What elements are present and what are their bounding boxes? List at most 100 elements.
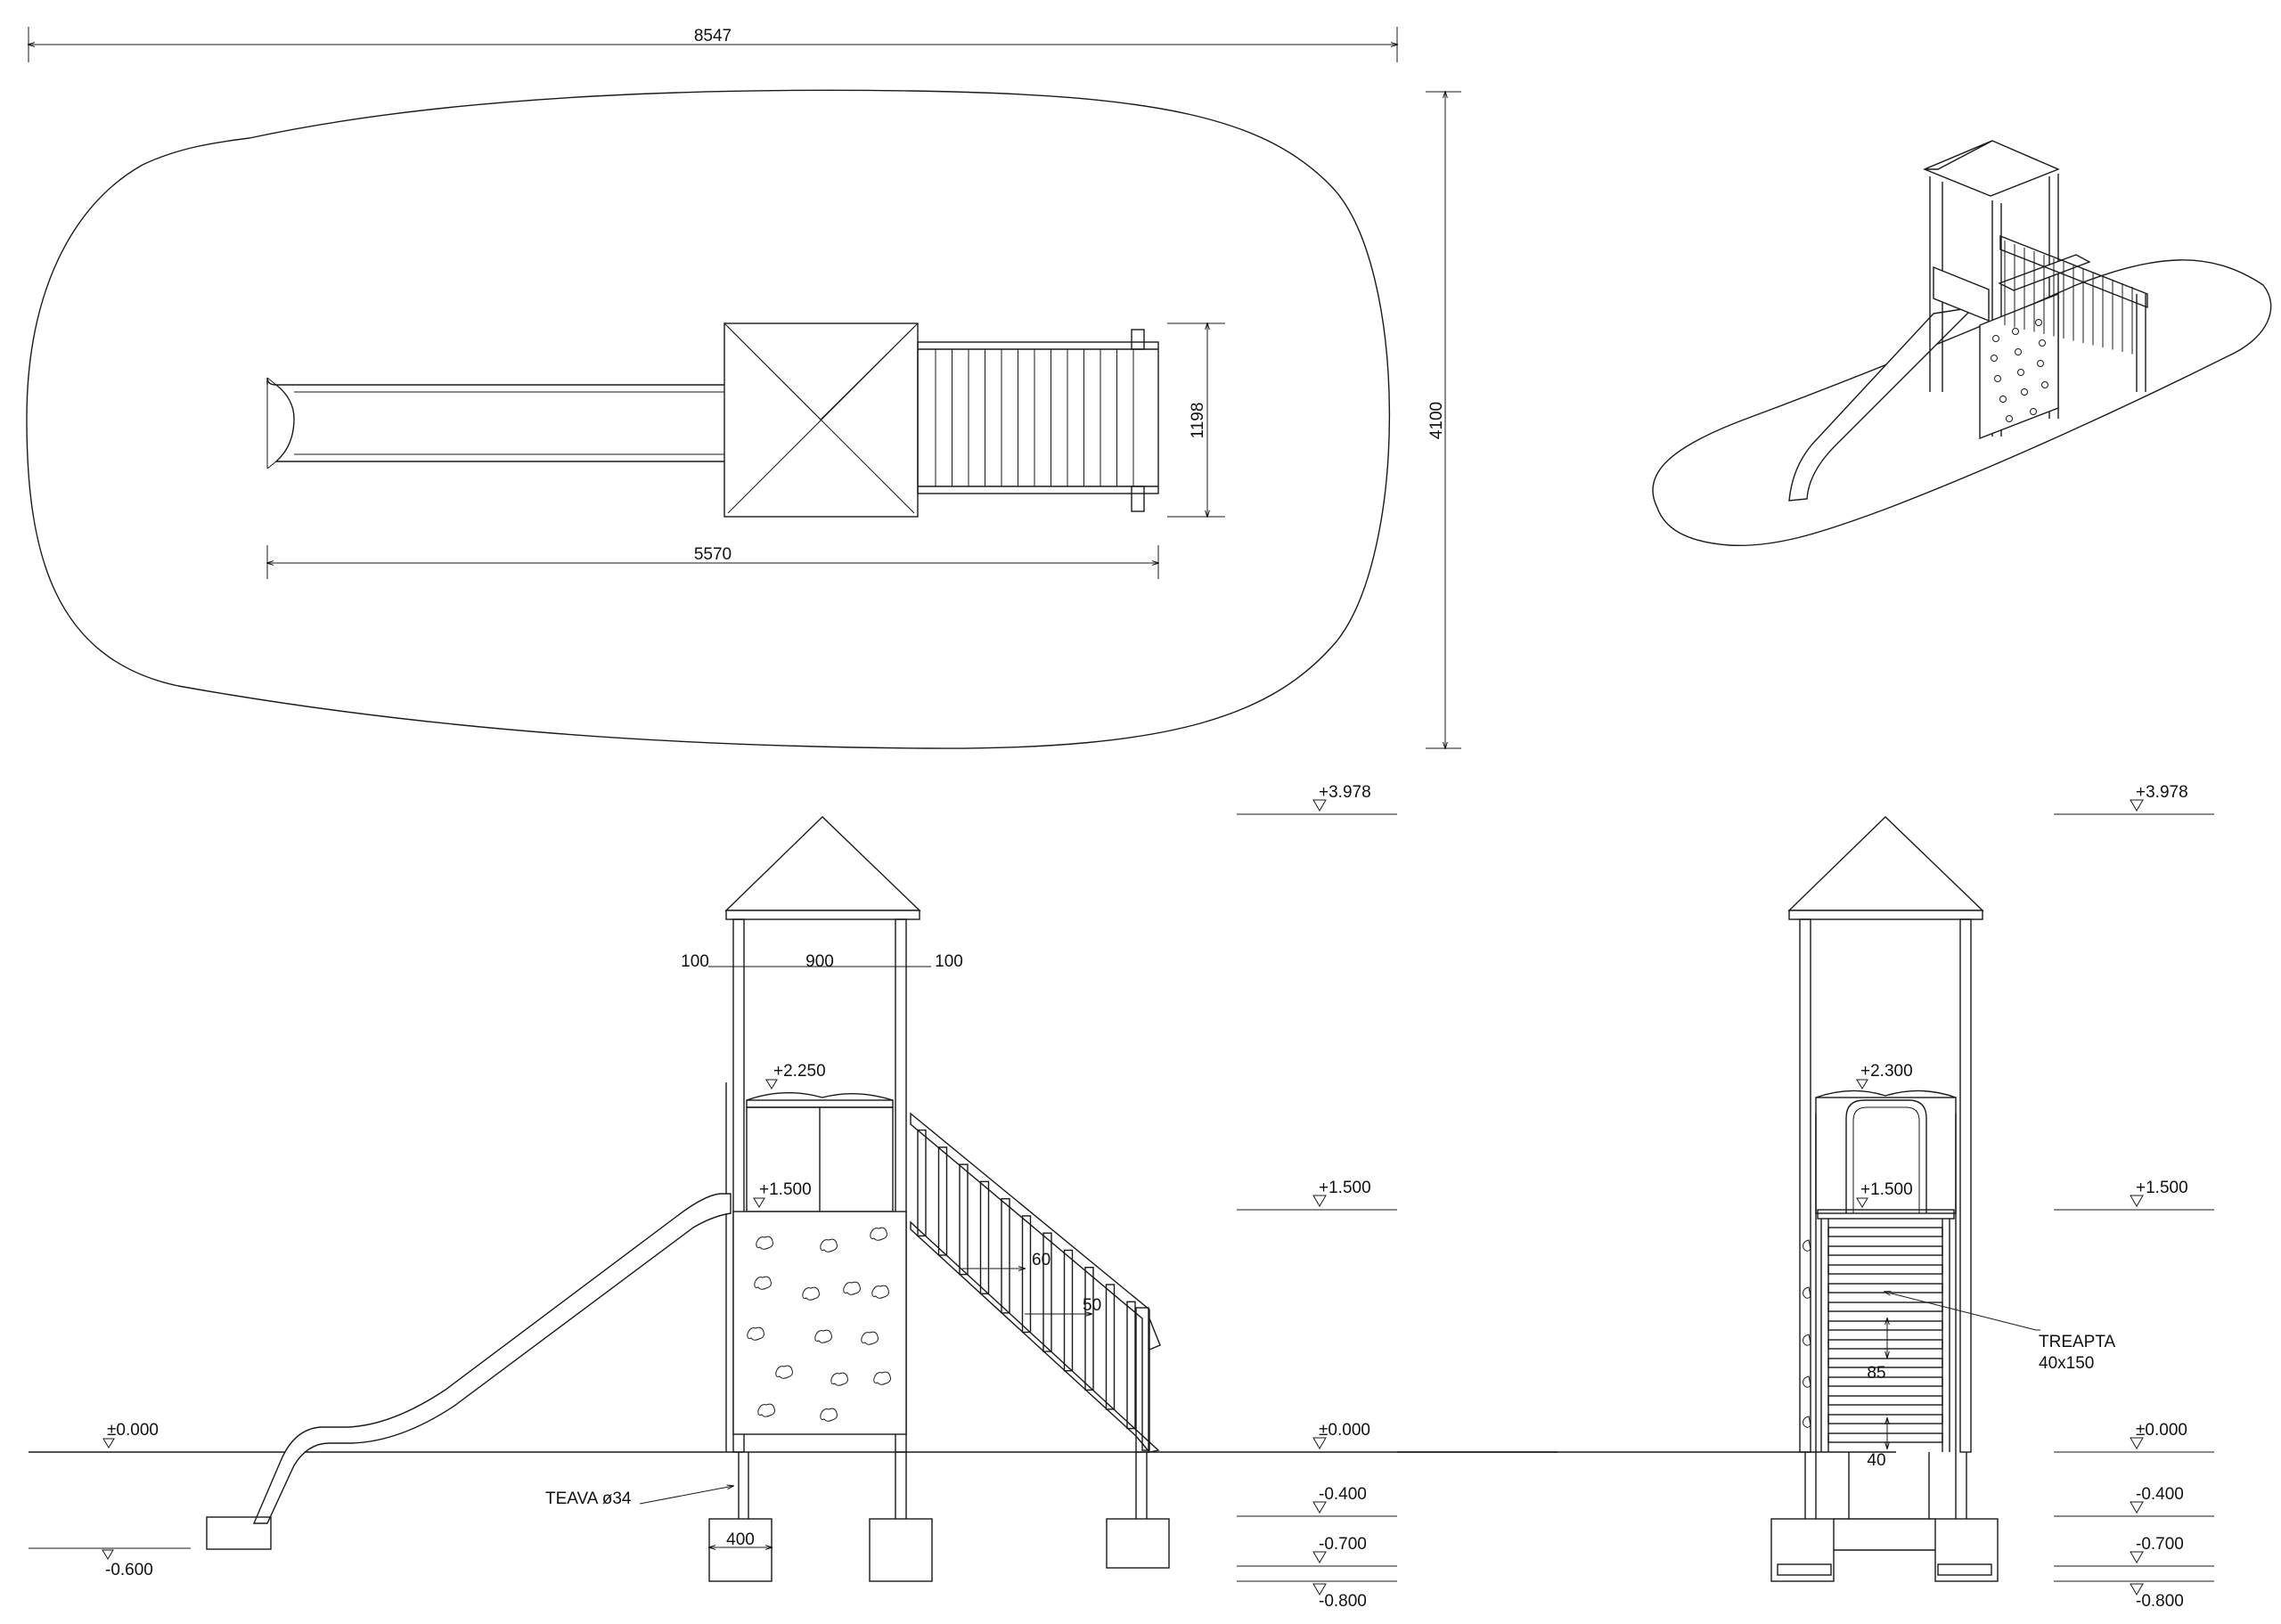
level-label: -0.800 <box>1319 1592 1367 1611</box>
iso-hold <box>2017 369 2024 376</box>
front-right-post <box>1959 918 1972 1453</box>
pipe-leader: TEAVA ø34 <box>545 1486 733 1508</box>
side-hold <box>1803 1375 1811 1388</box>
iso-hold <box>1999 396 2007 403</box>
step-label-line1: TREAPTA <box>2039 1333 2116 1351</box>
iso-hold <box>1991 355 1998 362</box>
iso-hold <box>1994 375 2001 382</box>
equipment-width-label: 1198 <box>1189 403 1207 439</box>
plan-view: 8547 4100 <box>26 27 1461 748</box>
bottom-gap-label: 40 <box>1867 1451 1885 1470</box>
climbing-hold <box>814 1329 832 1343</box>
iso-stair-rail <box>1999 234 2148 392</box>
roof-eave <box>725 910 920 920</box>
tower-roof <box>724 816 921 911</box>
side-level-platform-top-label: +2.250 <box>773 1062 826 1081</box>
climbing-hold <box>747 1326 764 1341</box>
front-level-platform-top-label: +2.300 <box>1860 1062 1913 1081</box>
side-hold <box>1803 1286 1811 1299</box>
climbing-hold <box>754 1276 772 1290</box>
side-level-platform: +1.500 <box>753 1180 812 1208</box>
side-hold <box>1803 1416 1811 1428</box>
ladder-step <box>1827 1227 1943 1237</box>
side-level-platform-top: +2.250 <box>765 1062 826 1089</box>
climbing-wall <box>732 1211 907 1435</box>
stair-baluster <box>1063 1249 1074 1372</box>
ladder-step <box>1827 1283 1943 1293</box>
stair-baluster <box>1084 1267 1094 1391</box>
level-label: -0.700 <box>2136 1535 2184 1554</box>
footing-width-dimension: 400 <box>709 1530 772 1549</box>
iso-hold <box>2041 381 2048 388</box>
level-label: +1.500 <box>2136 1179 2188 1197</box>
front-side-holds <box>1803 1239 1811 1428</box>
overall-length-dimension: 8547 <box>29 27 1397 62</box>
slide-plan <box>266 377 724 469</box>
climbing-holds <box>747 1227 891 1422</box>
front-upper-panel <box>1815 1089 1957 1452</box>
side-level-platform-label: +1.500 <box>759 1180 812 1199</box>
climbing-hold <box>861 1331 879 1345</box>
front-footings <box>1770 1452 1999 1582</box>
equipment-width-dimension: 1198 <box>1167 323 1225 517</box>
ladder-step <box>1827 1395 1943 1406</box>
side-hold <box>1803 1239 1811 1252</box>
ladder-step <box>1827 1432 1943 1443</box>
footing-width-label: 400 <box>726 1530 755 1549</box>
level-marker <box>2130 799 2144 812</box>
stair-baluster <box>937 1147 948 1256</box>
ladder-step <box>1827 1264 1943 1275</box>
slide-foundation-level-label: -0.600 <box>105 1561 153 1579</box>
level-marker <box>1312 1501 1327 1514</box>
stair-plan <box>917 329 1159 512</box>
climbing-hold <box>830 1372 848 1386</box>
level-label: -0.800 <box>2136 1592 2184 1611</box>
front-level-platform-label: +1.500 <box>1860 1180 1913 1199</box>
level-label: ±0.000 <box>2136 1421 2187 1440</box>
iso-hold <box>2012 328 2019 335</box>
level-label: +3.978 <box>2136 783 2188 802</box>
post-right-label: 100 <box>935 952 963 971</box>
step-spacing-dimension: 85 <box>1867 1318 1887 1383</box>
overall-width-dimension: 4100 <box>1426 92 1461 748</box>
iso-slide <box>1788 306 1976 502</box>
pipe-label: TEAVA ø34 <box>545 1489 632 1508</box>
rail-spacing-dimension-a: 60 <box>962 1251 1051 1269</box>
climbing-hold <box>757 1403 775 1417</box>
side-ground-level: ±0.000 <box>102 1421 159 1449</box>
equipment-length-dimension: 5570 <box>267 545 1158 579</box>
front-platform <box>1817 1209 1955 1220</box>
isometric-view <box>1652 140 2272 547</box>
front-roof-eave <box>1788 910 1983 920</box>
stair-baluster <box>917 1129 927 1237</box>
right-post <box>895 918 907 1453</box>
stair-baluster <box>1001 1197 1010 1314</box>
ladder-step <box>1827 1302 1943 1312</box>
side-ground-level-label: ±0.000 <box>107 1421 159 1440</box>
level-scale-right: +3.978+1.500±0.000-0.400-0.700-0.800 <box>2054 783 2214 1611</box>
climbing-hold <box>843 1281 861 1295</box>
iso-tower <box>1923 140 2148 440</box>
iso-hold <box>2039 339 2046 347</box>
level-marker <box>2130 1501 2144 1514</box>
climbing-hold <box>775 1365 793 1379</box>
climbing-hold <box>873 1371 891 1385</box>
bottom-gap-dimension: 40 <box>1867 1418 1887 1470</box>
level-marker <box>2130 1437 2144 1449</box>
stair-baluster <box>1042 1232 1052 1352</box>
stair-baluster <box>979 1180 990 1294</box>
front-roof <box>1787 816 1984 911</box>
iso-climbing-holds <box>1991 319 2048 422</box>
ladder-step <box>1827 1245 1943 1256</box>
rail-spacing-dimension-b: 50 <box>1025 1296 1101 1315</box>
level-marker <box>1312 1437 1327 1449</box>
overall-width-label: 4100 <box>1427 402 1446 439</box>
front-level-platform: +1.500 <box>1856 1180 1913 1208</box>
slide-footing <box>206 1516 272 1550</box>
stair-side <box>910 1112 1161 1453</box>
equipment-length-label: 5570 <box>694 545 732 564</box>
side-hold <box>1803 1334 1811 1346</box>
level-marker <box>2130 1551 2144 1563</box>
climbing-hold <box>870 1227 887 1241</box>
iso-hold <box>2035 319 2042 326</box>
